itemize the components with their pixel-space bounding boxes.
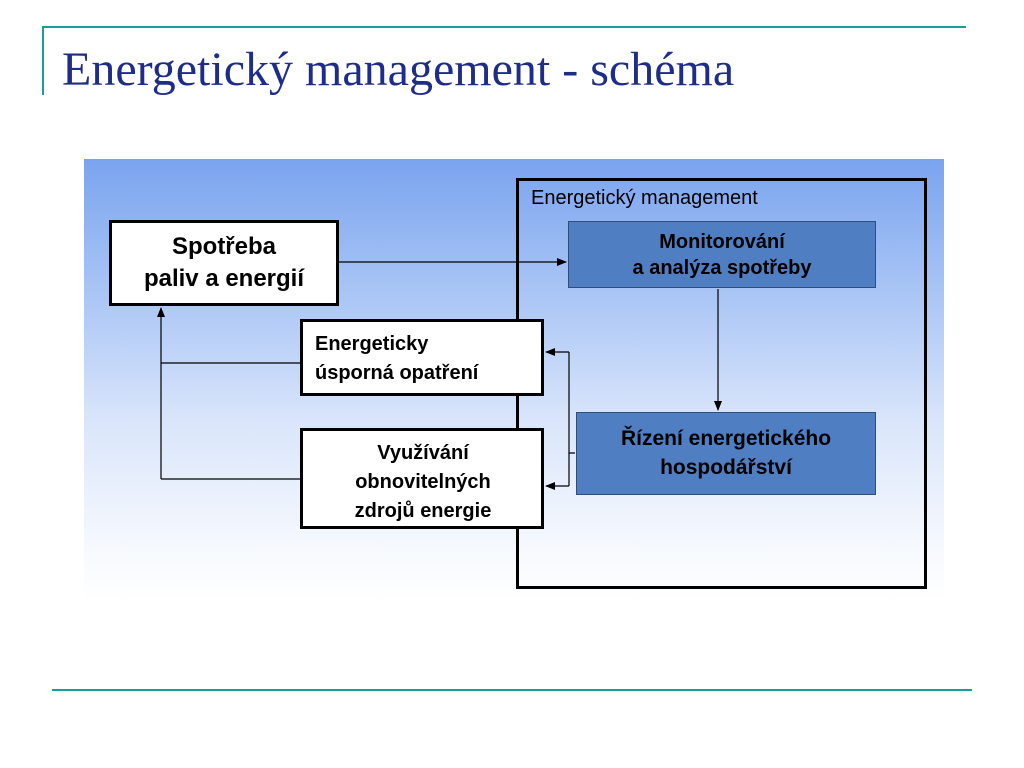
title-accent-horizontal-line	[42, 26, 966, 28]
energy-management-control-box: Řízení energetického hospodářství	[576, 412, 876, 495]
diagram-connectors	[157, 258, 722, 490]
feedback-branch-line	[568, 352, 575, 454]
fuel-energy-consumption-box: Spotřeba paliv a energií	[109, 220, 339, 306]
monitoring-analysis-box: Monitorování a analýza spotřeby	[568, 221, 876, 288]
energy-management-frame-label: Energetický management	[531, 187, 758, 209]
title-accent-vertical-line	[42, 27, 44, 95]
renewable-energy-box: Využívání obnovitelných zdrojů energie	[300, 428, 544, 529]
energy-saving-measures-box: Energeticky úsporná opatření	[300, 319, 544, 396]
energy-management-diagram: Energetický management Spotřeba paliv a …	[84, 159, 944, 602]
page-title: Energetický management - schéma	[62, 43, 735, 96]
footer-divider-line	[52, 689, 972, 691]
